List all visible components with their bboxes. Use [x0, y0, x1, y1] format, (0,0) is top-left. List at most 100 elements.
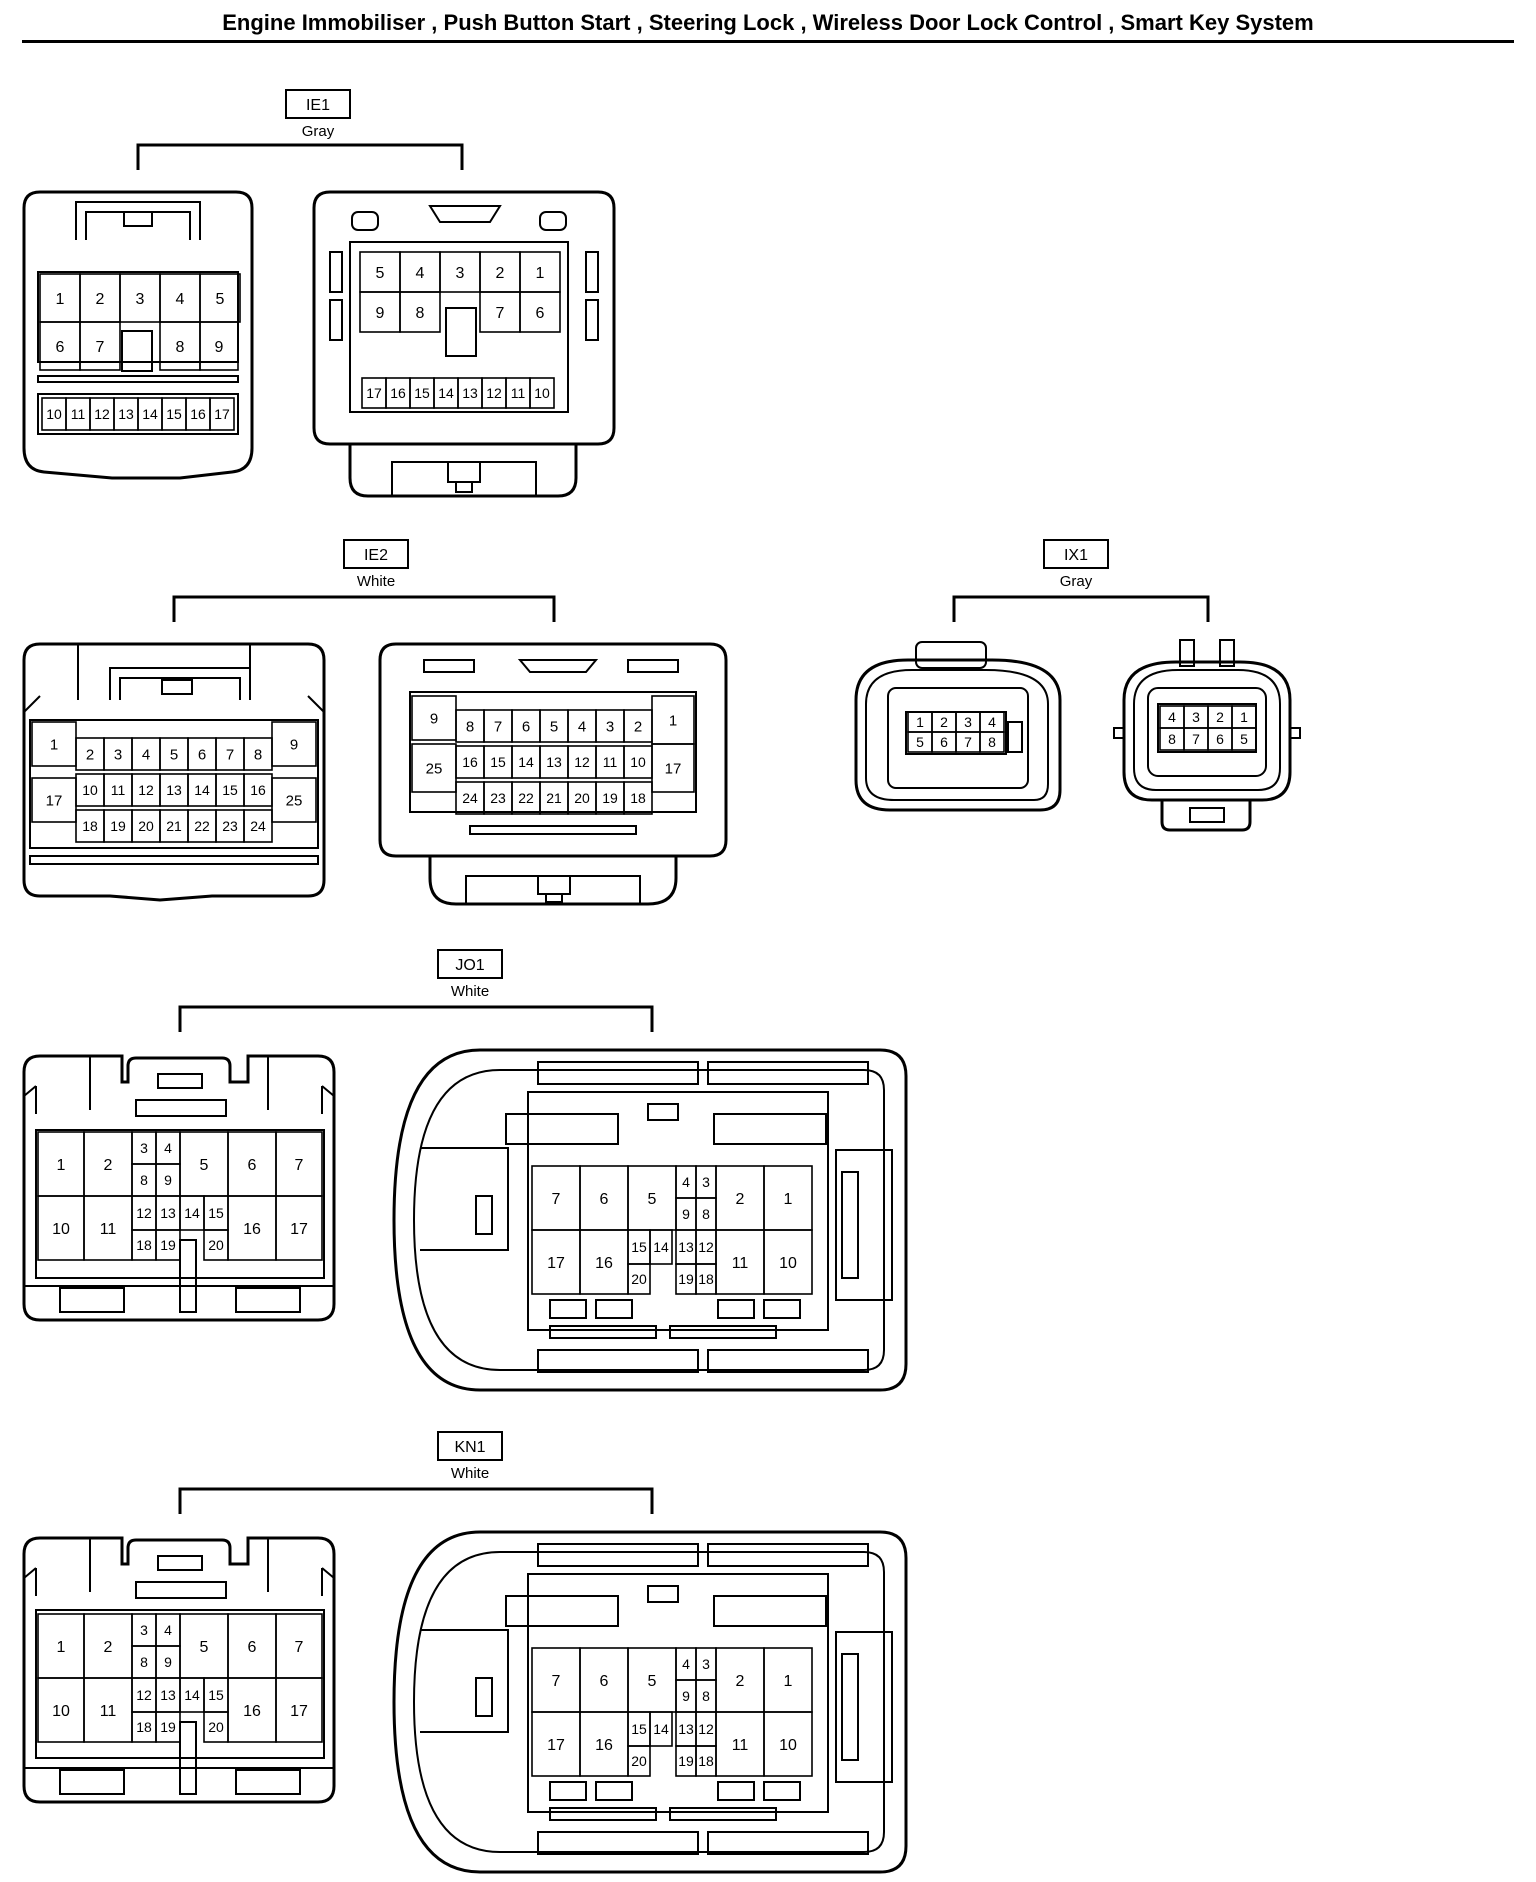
pin-number: 2: [736, 1191, 745, 1208]
pin-cell: [203, 1229, 229, 1261]
pin-cell: [695, 1263, 717, 1295]
pin-cell: [763, 1711, 813, 1777]
pin-number: 16: [595, 1737, 613, 1754]
pin-number: 2: [104, 1157, 113, 1174]
connector-id: IE1: [306, 97, 330, 114]
pin-number: 18: [698, 1271, 714, 1287]
pin-number: 22: [518, 790, 534, 806]
connector-kn1: KN1 White: [22, 1431, 908, 1874]
pin-number: 12: [136, 1205, 152, 1221]
pin-number: 4: [682, 1656, 690, 1672]
pin-cell: [519, 291, 561, 333]
pin-number: 3: [964, 714, 972, 730]
pin-number: 14: [142, 406, 158, 422]
connector-ie2-male-view: [22, 642, 326, 902]
pin-number: 9: [682, 1206, 690, 1222]
pin-number: 8: [466, 718, 474, 735]
connector-id-box: [285, 89, 351, 119]
pin-number: 7: [1192, 731, 1200, 747]
title-divider: [22, 40, 1514, 43]
pin-cell: [623, 709, 653, 743]
pin-number: 16: [595, 1255, 613, 1272]
connector-bracket: [178, 1005, 654, 1032]
pin-number: 7: [226, 746, 234, 763]
pin-number: 18: [136, 1237, 152, 1253]
pin-number: 18: [82, 818, 98, 834]
pin-number: 20: [631, 1271, 647, 1287]
pin-number: 11: [732, 1737, 749, 1754]
pin-number: 11: [71, 406, 86, 422]
pin-number: 17: [214, 406, 230, 422]
pin-cell: [399, 291, 441, 333]
pin-number: 6: [1216, 731, 1224, 747]
pin-number: 1: [536, 265, 545, 282]
pin-number: 3: [1192, 709, 1200, 725]
connector-ix1-male-view: [854, 641, 1062, 812]
pin-number: 13: [166, 782, 182, 798]
pin-number: 15: [490, 754, 506, 770]
pin-number: 3: [702, 1174, 710, 1190]
pin-number: 7: [552, 1673, 561, 1690]
pin-number: 13: [160, 1687, 176, 1703]
pin-number: 19: [110, 818, 126, 834]
connector-id-box: [343, 539, 409, 569]
pin-number: 5: [200, 1639, 209, 1656]
connector-ie1-male-view: [22, 190, 254, 480]
connector-ix1-female-view: [1113, 639, 1301, 832]
connector-bracket: [178, 1487, 654, 1514]
pin-cell: [695, 1745, 717, 1777]
connector-color: White: [451, 983, 489, 1000]
pin-number: 1: [1240, 709, 1248, 725]
pin-number: 5: [648, 1673, 657, 1690]
pin-number: 15: [414, 385, 430, 401]
pin-number: 16: [462, 754, 478, 770]
pin-number: 7: [552, 1191, 561, 1208]
pin-number: 20: [574, 790, 590, 806]
pin-number: 15: [208, 1687, 224, 1703]
pin-number: 3: [140, 1622, 148, 1638]
connector-id: KN1: [454, 1439, 485, 1456]
pin-number: 10: [534, 385, 550, 401]
pin-number: 25: [286, 792, 303, 809]
pin-number: 8: [176, 339, 185, 356]
pin-cell: [627, 1263, 651, 1295]
pin-number: 8: [988, 734, 996, 750]
pin-cell: [623, 745, 653, 779]
pin-cell: [623, 781, 653, 815]
pin-number: 19: [160, 1237, 176, 1253]
pin-number: 13: [462, 385, 478, 401]
pin-number: 2: [96, 291, 105, 308]
pin-number: 12: [136, 1687, 152, 1703]
pin-number: 2: [496, 265, 505, 282]
pin-number: 1: [916, 714, 924, 730]
pin-number: 14: [653, 1721, 669, 1737]
pin-number: 1: [56, 291, 65, 308]
pin-number: 21: [166, 818, 182, 834]
pin-number: 4: [176, 291, 185, 308]
connector-ix1: IX1 Gray: [854, 539, 1301, 832]
pin-number: 17: [665, 760, 682, 777]
pin-number: 19: [602, 790, 618, 806]
pin-number: 15: [631, 1239, 647, 1255]
connector-color: White: [357, 573, 395, 590]
pin-number: 17: [366, 385, 382, 401]
pin-number: 6: [940, 734, 948, 750]
connector-id: IE2: [364, 547, 388, 564]
pin-number: 10: [52, 1703, 70, 1720]
pin-number: 9: [682, 1688, 690, 1704]
connector-jo1-male-view: [22, 1054, 336, 1322]
connector-id: IX1: [1064, 547, 1088, 564]
pin-number: 2: [104, 1639, 113, 1656]
pin-number: 8: [1168, 731, 1176, 747]
pin-number: 7: [964, 734, 972, 750]
pin-number: 20: [138, 818, 154, 834]
pin-number: 8: [140, 1654, 148, 1670]
pin-number: 17: [46, 792, 63, 809]
pin-number: 4: [416, 265, 425, 282]
connector-ie2: IE2 White: [22, 539, 728, 906]
pin-number: 10: [46, 406, 62, 422]
pin-number: 16: [243, 1221, 261, 1238]
pin-cell: [243, 773, 273, 807]
pin-number: 14: [653, 1239, 669, 1255]
